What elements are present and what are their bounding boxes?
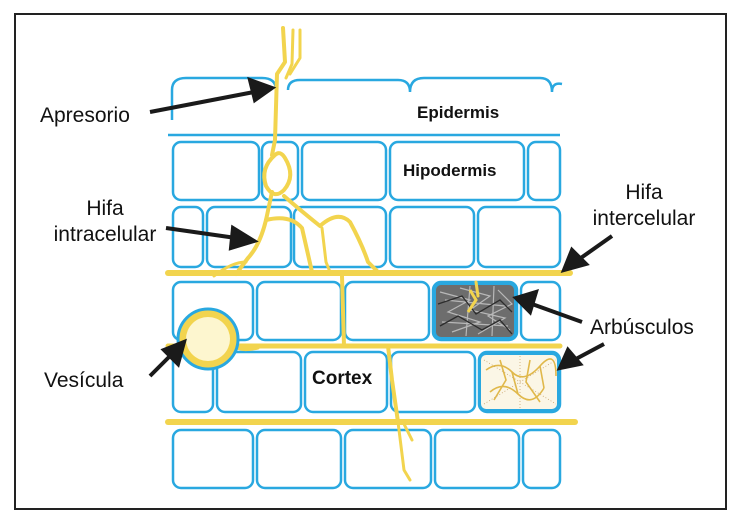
- cortex-cell: [478, 207, 560, 267]
- arbuscule-sparse: [480, 354, 558, 410]
- label-vesicula: Vesícula: [44, 368, 123, 394]
- hypo-cell: [528, 142, 560, 200]
- cortex-cell: [435, 430, 519, 488]
- label-arbusculos: Arbúsculos: [590, 315, 694, 341]
- epidermis-outline: [172, 78, 562, 120]
- hypo-cell: [302, 142, 386, 200]
- label-hifa-intracelular: Hifa intracelular: [40, 196, 170, 248]
- vesicle: [178, 309, 238, 369]
- label-hifa-inter-line1: Hifa: [574, 180, 714, 206]
- arrow-hifa-intra: [166, 228, 236, 238]
- cortex-cell: [345, 282, 429, 340]
- arrow-hifa-inter: [578, 236, 612, 260]
- arrow-arbusculos-2: [574, 344, 604, 360]
- label-hifa-intra-line2: intracelular: [40, 222, 170, 248]
- cortex-cell: [173, 430, 253, 488]
- arrow-apresorio: [150, 92, 254, 112]
- label-cortex: Cortex: [308, 368, 376, 390]
- label-hipodermis: Hipodermis: [400, 161, 500, 181]
- label-hifa-intercelular: Hifa intercelular: [574, 180, 714, 232]
- cortex-cell: [257, 430, 341, 488]
- hypo-cell: [173, 142, 259, 200]
- label-hifa-intra-line1: Hifa: [40, 196, 170, 222]
- cortex-cell: [345, 430, 431, 488]
- cortex-cell: [391, 352, 475, 412]
- cortex-cell: [523, 430, 560, 488]
- label-epidermis: Epidermis: [414, 103, 502, 123]
- arbuscule-dense: [435, 284, 515, 338]
- label-apresorio: Apresorio: [40, 103, 130, 129]
- arrow-arbusculos-1: [532, 304, 582, 322]
- label-hifa-inter-line2: intercelular: [574, 206, 714, 232]
- cortex-cell: [257, 282, 341, 340]
- arrow-vesicula: [150, 356, 170, 376]
- cortex-cell: [173, 207, 203, 267]
- cortex-cell: [390, 207, 474, 267]
